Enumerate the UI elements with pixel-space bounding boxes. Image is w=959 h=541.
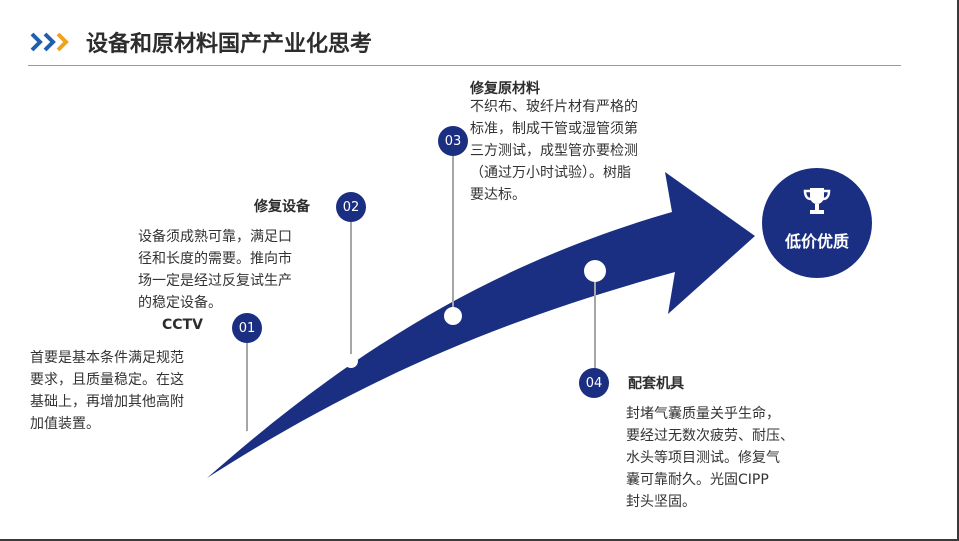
arrow-point-02 bbox=[344, 354, 358, 368]
step-title-cctv: CCTV bbox=[162, 317, 203, 333]
step-title-repair-equipment: 修复设备 bbox=[254, 199, 310, 215]
step-marker-03: 03 bbox=[438, 126, 468, 156]
goal-label: 低价优质 bbox=[784, 232, 849, 251]
step-description-repair-equipment: 设备须成熟可靠，满足口 径和长度的需要。推向市 场一定是经过反复试生产 的稳定设… bbox=[138, 229, 292, 311]
step-description-cctv: 首要是基本条件满足规范 要求，且质量稳定。在这 基础上，再增加其他高附 加值装置… bbox=[30, 350, 184, 432]
slide-border-right bbox=[957, 0, 959, 541]
step-title-auxiliary-tools: 配套机具 bbox=[628, 376, 684, 392]
step-marker-04: 04 bbox=[579, 368, 609, 398]
trophy-icon bbox=[803, 188, 831, 214]
step-description-auxiliary-tools: 封堵气囊质量关乎生命， 要经过无数次疲劳、耐压、 水头等项目测试。修复气 囊可靠… bbox=[626, 406, 794, 510]
arrow-point-04 bbox=[584, 260, 606, 282]
step-marker-02: 02 bbox=[336, 192, 366, 222]
step-description-repair-materials: 不织布、玻纤片材有严格的 标准，制成干管或湿管须第 三方测试，成型管亦要检测 （… bbox=[470, 99, 638, 203]
title-divider bbox=[28, 65, 901, 66]
goal-badge: 低价优质 bbox=[762, 168, 872, 278]
arrow-point-01 bbox=[242, 431, 252, 441]
step-title-repair-materials: 修复原材料 bbox=[470, 81, 540, 97]
growth-arrow bbox=[207, 172, 755, 478]
arrow-point-03 bbox=[444, 307, 462, 325]
page-title: 设备和原材料国产产业化思考 bbox=[86, 32, 373, 57]
slide-border-bottom bbox=[0, 539, 959, 541]
step-marker-01: 01 bbox=[232, 313, 262, 343]
chevrons-icon bbox=[30, 32, 69, 52]
